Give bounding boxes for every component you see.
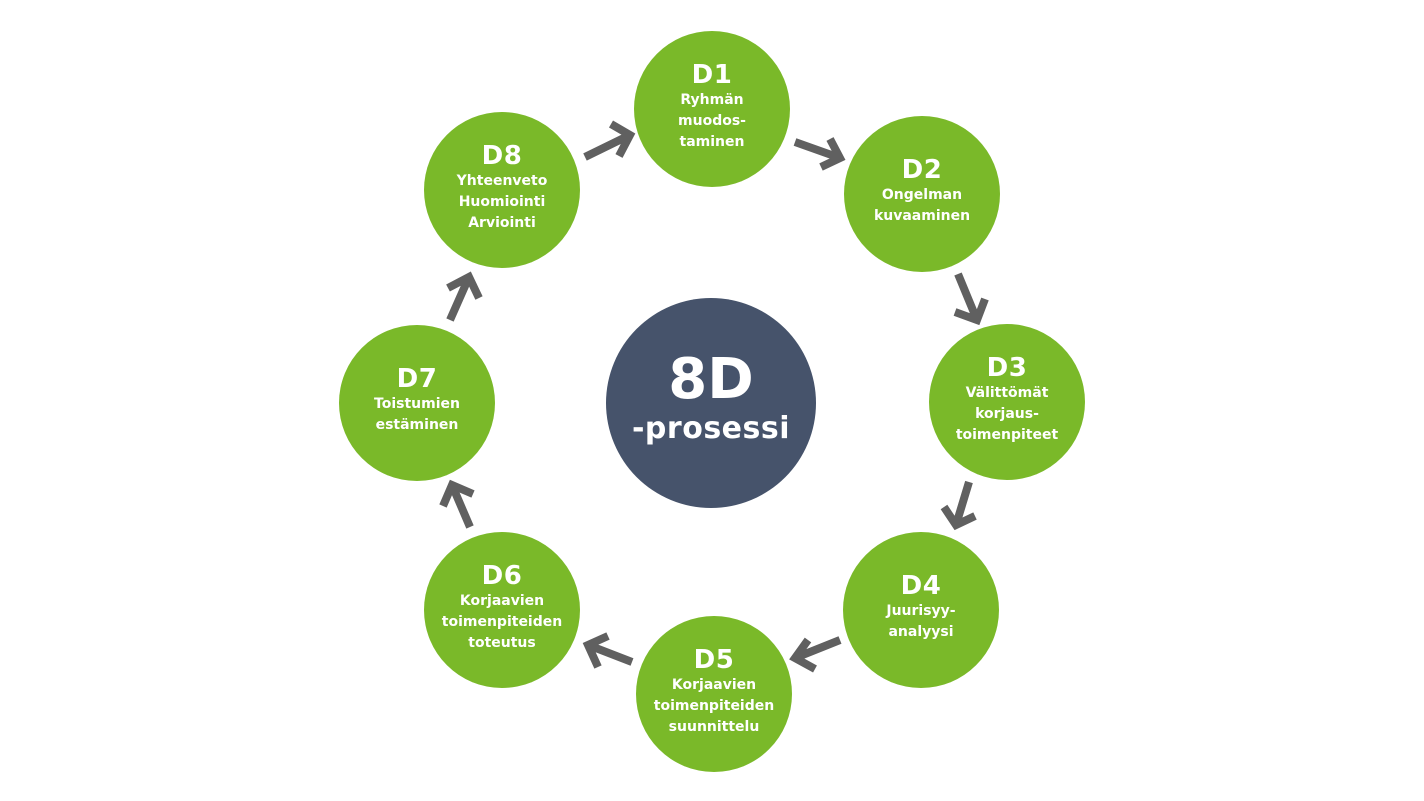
step-label-line: analyysi xyxy=(888,624,954,640)
arrow-d4-to-d5 xyxy=(789,636,842,673)
step-label-line: Arviointi xyxy=(468,214,536,231)
step-label-line: korjaus- xyxy=(975,405,1039,422)
step-label-line: Ongelman xyxy=(881,187,963,203)
step-label-line: Huomiointi xyxy=(458,193,546,210)
step-d3: D3 Välittömät korjaus- toimenpiteet xyxy=(929,324,1085,480)
step-label-line: toimenpiteiden xyxy=(653,697,775,714)
arrow-d1-to-d2 xyxy=(793,137,846,171)
arrow-d6-to-d7 xyxy=(439,479,475,529)
step-label-line: toimenpiteet xyxy=(955,426,1059,443)
step-code: D8 xyxy=(481,140,523,171)
step-d6: D6 Korjaavien toimenpiteiden toteutus xyxy=(424,532,580,688)
center-subtitle: -prosessi xyxy=(631,411,791,446)
step-code: D4 xyxy=(900,571,942,601)
step-label-line: Toistumien xyxy=(374,396,460,412)
step-label-line: toimenpiteiden xyxy=(441,613,563,630)
step-label-line: Välittömät xyxy=(965,384,1049,401)
step-d5: D5 Korjaavien toimenpiteiden suunnittelu xyxy=(636,616,792,772)
step-code: D2 xyxy=(901,155,943,185)
step-label-line: Ryhmän xyxy=(680,91,744,108)
center-title: 8D xyxy=(668,347,754,412)
arrow-d2-to-d3 xyxy=(953,272,989,326)
arrow-d5-to-d6 xyxy=(582,632,634,669)
step-label-line: taminen xyxy=(679,133,745,150)
step-label-line: suunnittelu xyxy=(668,718,760,735)
step-label-line: Juurisyy- xyxy=(886,603,956,619)
step-code: D7 xyxy=(396,364,438,394)
step-label-line: Yhteenveto xyxy=(456,172,548,189)
step-code: D6 xyxy=(481,560,523,591)
arrow-d7-to-d8 xyxy=(446,271,483,322)
center-hub: 8D -prosessi xyxy=(606,298,816,508)
step-code: D3 xyxy=(986,352,1028,383)
step-label-line: estäminen xyxy=(375,417,459,433)
step-label-line: toteutus xyxy=(468,634,536,651)
step-label-line: kuvaaminen xyxy=(873,208,971,224)
step-label-line: Korjaavien xyxy=(671,676,757,693)
step-code: D1 xyxy=(691,59,733,90)
step-d2: D2 Ongelman kuvaaminen xyxy=(844,116,1000,272)
step-d1: D1 Ryhmän muodos- taminen xyxy=(634,31,790,187)
step-label-line: Korjaavien xyxy=(459,592,545,609)
step-code: D5 xyxy=(693,644,735,675)
step-d8: D8 Yhteenveto Huomiointi Arviointi xyxy=(424,112,580,268)
arrow-d8-to-d1 xyxy=(583,120,636,161)
step-label-line: muodos- xyxy=(678,112,746,129)
step-d7: D7 Toistumien estäminen xyxy=(339,325,495,481)
arrow-d3-to-d4 xyxy=(940,480,977,531)
step-d4: D4 Juurisyy- analyysi xyxy=(843,532,999,688)
